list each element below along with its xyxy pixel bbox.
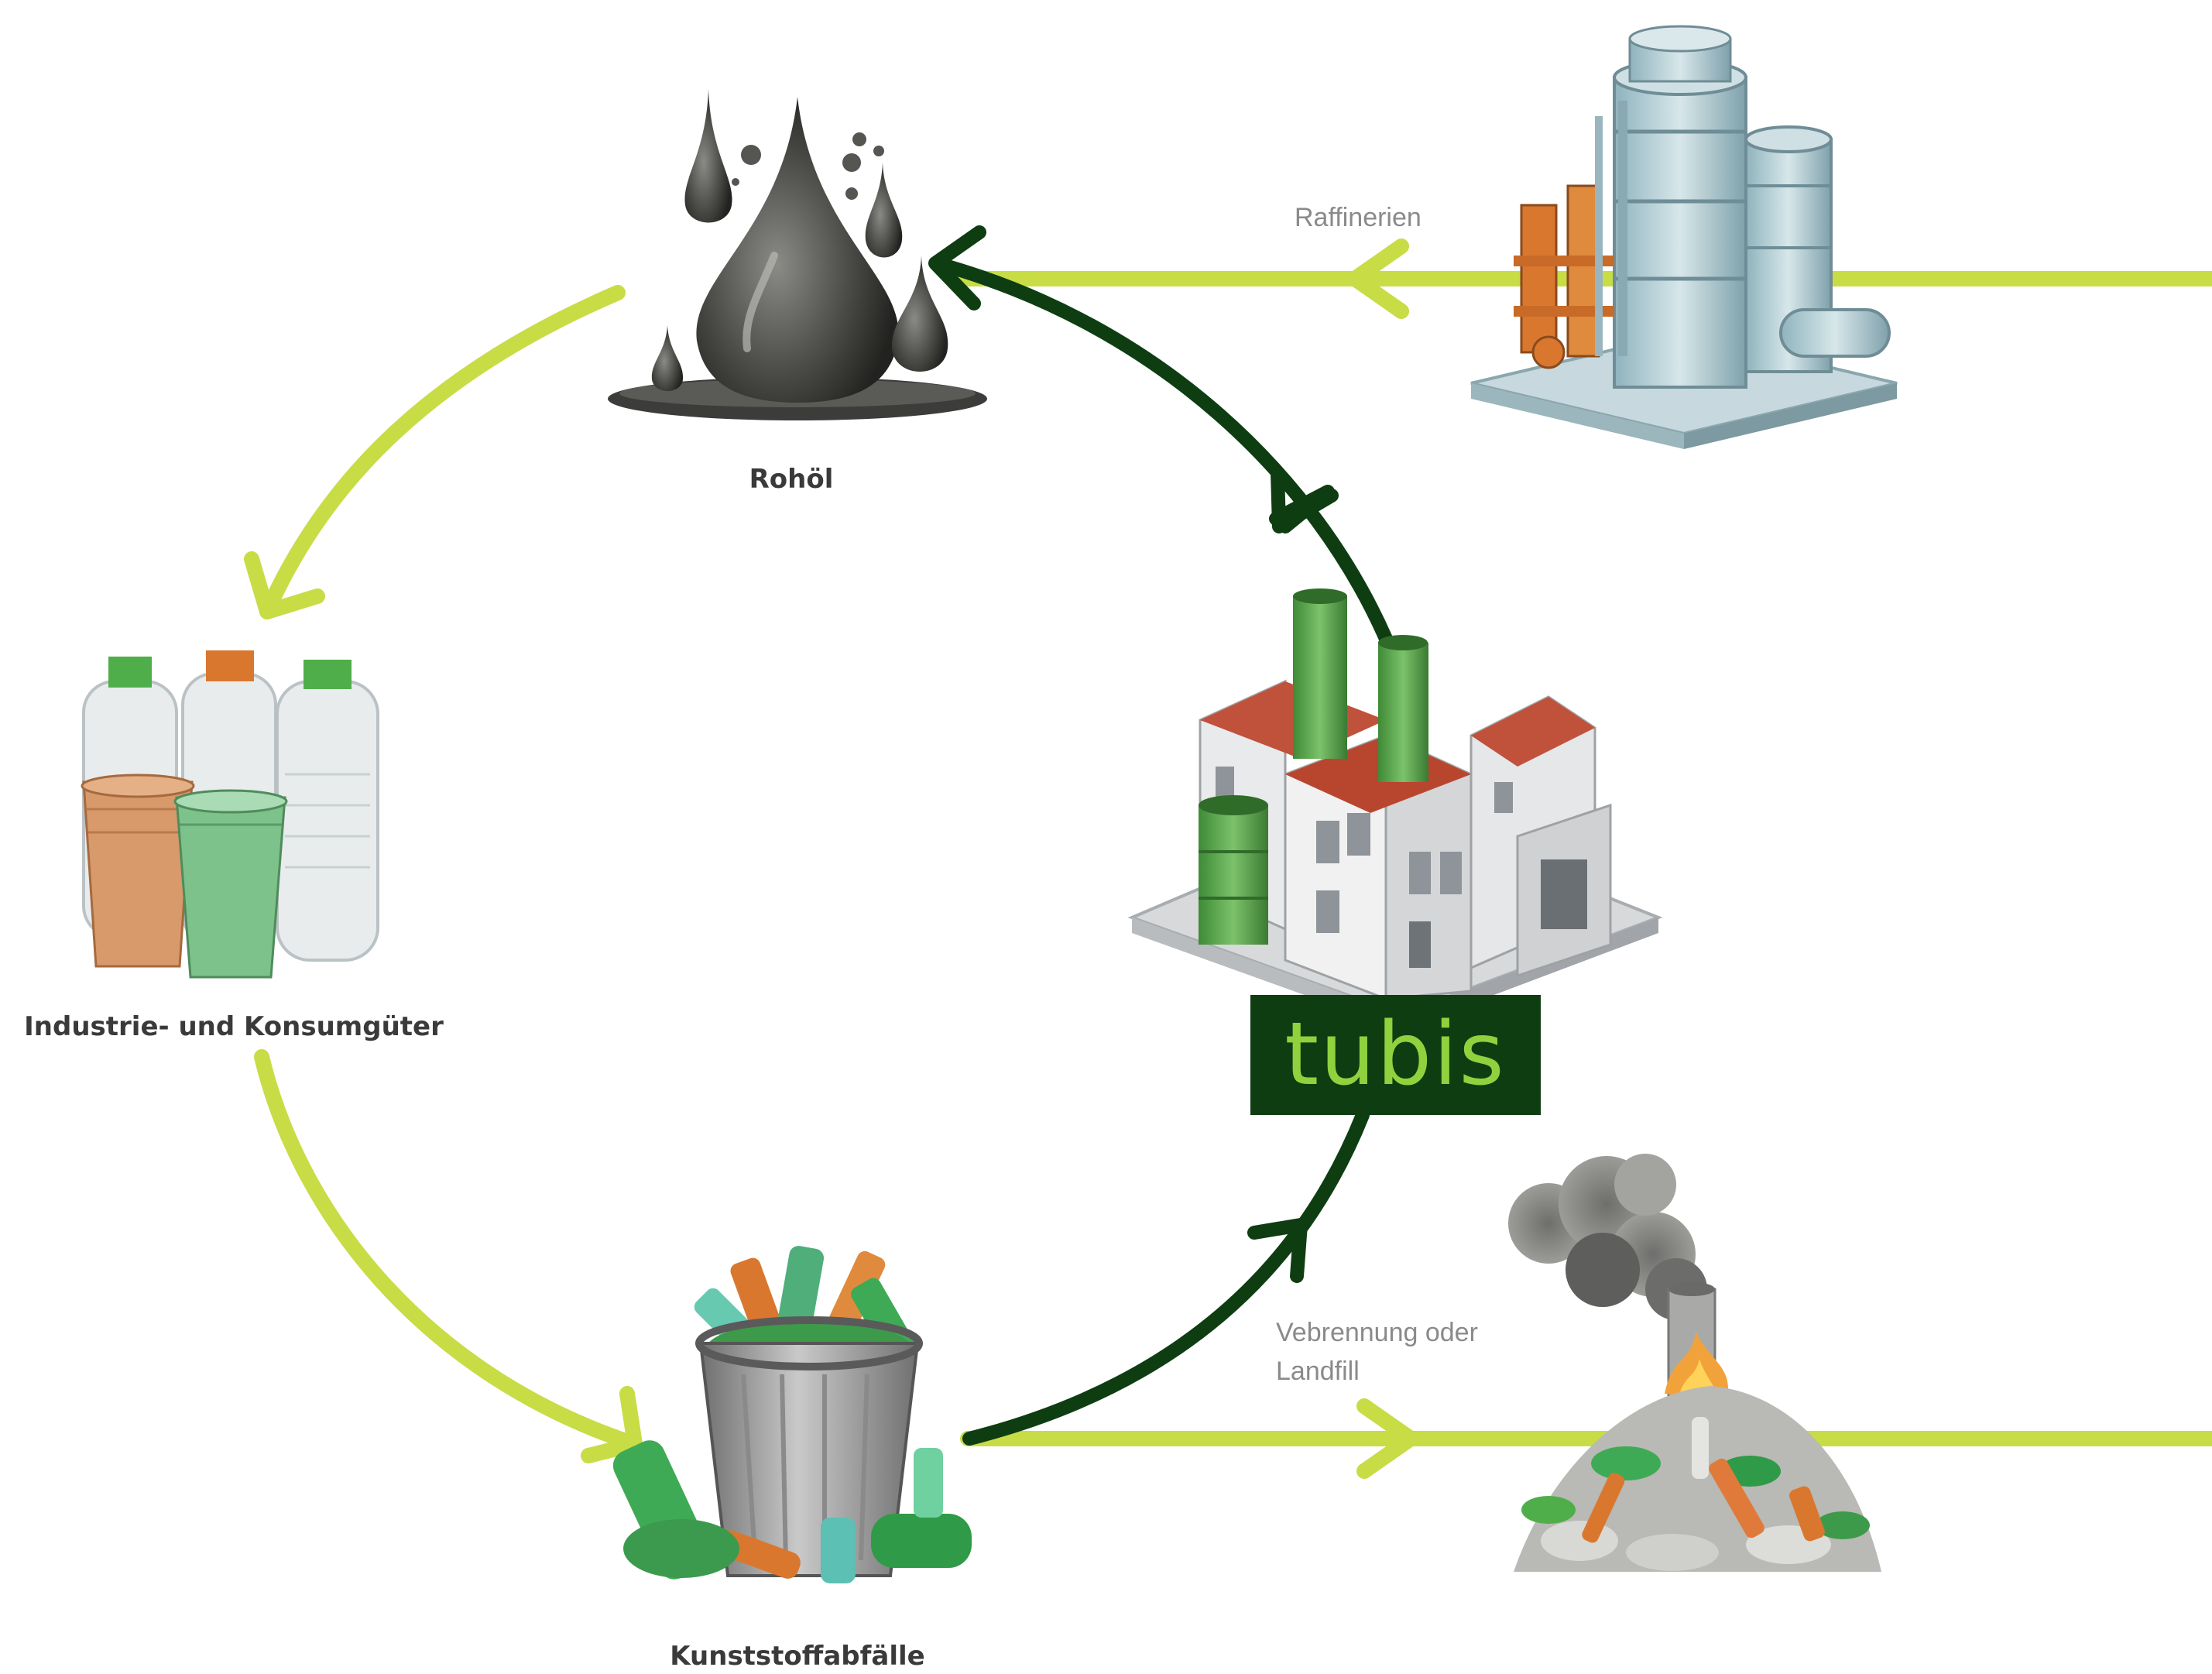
tubis-logo-text: tubis bbox=[1284, 1004, 1505, 1105]
cycle-arrow-goods-to-waste bbox=[254, 1049, 643, 1463]
refinery-input-arrowhead bbox=[1347, 238, 1409, 319]
oil-drop-icon bbox=[608, 89, 987, 420]
tubis-arrowhead-oil bbox=[928, 225, 986, 310]
tubis-logo: tubis bbox=[1250, 995, 1541, 1115]
incineration-output-arrowhead bbox=[1356, 1398, 1418, 1479]
cycle-arrow-oil-to-goods bbox=[244, 285, 626, 619]
incineration-annotation-line2: Landfill bbox=[1276, 1357, 1360, 1386]
cycle-arrowhead-waste bbox=[581, 1386, 643, 1463]
plastic-waste-bin-icon bbox=[612, 1246, 972, 1583]
incineration-annotation-line1: Vebrennung oder bbox=[1276, 1318, 1478, 1347]
burning-landfill-icon bbox=[1508, 1154, 1881, 1572]
waste-label: Kunststoffabfälle bbox=[670, 1641, 924, 1672]
crude-oil-label: Rohöl bbox=[749, 464, 834, 495]
plastic-bottles-cups-icon bbox=[81, 650, 379, 979]
refineries-annotation: Raffinerien bbox=[1295, 203, 1422, 232]
incineration-output-line bbox=[960, 1398, 2212, 1479]
cycle-arrowhead-goods bbox=[244, 551, 325, 619]
tubis-arrow-waste-to-factory bbox=[962, 1108, 1370, 1446]
tubis-arrowhead-factory bbox=[1247, 1218, 1308, 1283]
tubis-arrow-factory-to-oil bbox=[928, 225, 1393, 646]
tubis-factory-icon bbox=[1127, 588, 1663, 1030]
refinery-plant-icon bbox=[1470, 25, 1898, 449]
goods-label: Industrie- und Konsumgüter bbox=[24, 1011, 444, 1042]
